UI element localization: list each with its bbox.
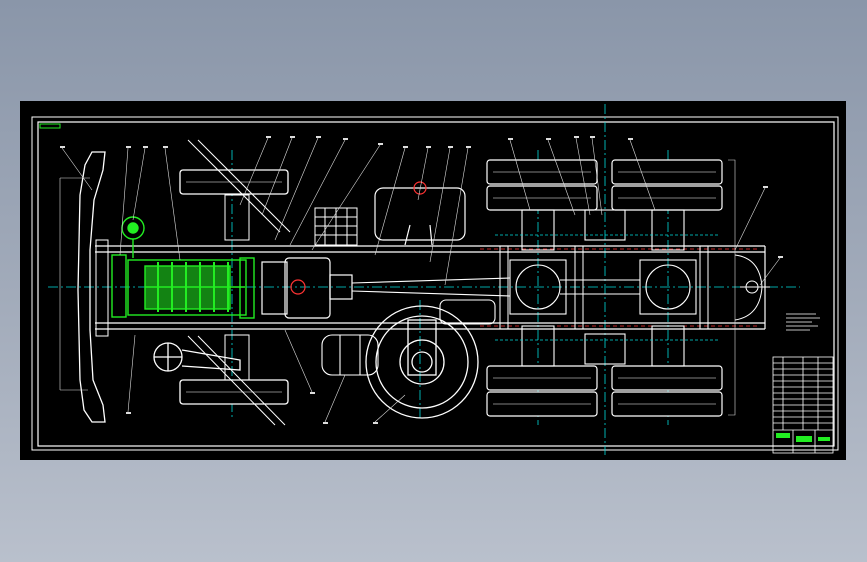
front-tyre-treads — [186, 181, 282, 393]
title-block-marks — [776, 433, 830, 442]
rear-hitch — [740, 280, 770, 294]
fuel-tank — [374, 181, 466, 246]
outer-border — [31, 116, 839, 451]
front-bumper — [77, 151, 106, 423]
battery-box — [314, 207, 358, 246]
spare-wheel — [365, 305, 479, 419]
callout-tags — [60, 136, 783, 424]
title-block — [772, 356, 834, 454]
engine-assembly[interactable] — [111, 216, 255, 319]
gearbox — [261, 257, 353, 319]
engine-cylinders — [157, 262, 229, 312]
inner-border — [37, 121, 835, 447]
frame-dashes — [480, 248, 760, 327]
rear-springs — [495, 234, 720, 341]
callout-leaders — [59, 137, 781, 423]
corner-tag — [39, 123, 61, 129]
propeller-shafts — [351, 277, 640, 297]
front-axle — [187, 139, 291, 426]
rear-axles — [509, 209, 697, 367]
frame-rails — [95, 245, 766, 330]
steering-wheel — [153, 342, 241, 372]
air-tanks — [321, 299, 496, 376]
rear-tyre-treads — [493, 171, 716, 405]
technical-notes — [786, 313, 820, 331]
